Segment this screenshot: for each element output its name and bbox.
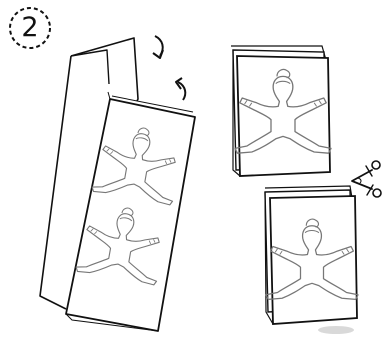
curved-arrow-up-icon <box>175 77 187 101</box>
scissors-icon <box>351 160 382 198</box>
booklet-shadow <box>318 326 354 334</box>
folded-booklet-cut <box>264 185 359 334</box>
folded-booklet-front <box>231 45 332 177</box>
step-number: 2 <box>21 12 39 43</box>
back-fold-panel <box>70 37 139 102</box>
step-badge-circle <box>9 7 51 49</box>
curved-arrow-down-icon <box>152 35 164 59</box>
middle-fold-edge <box>70 49 110 85</box>
panel-stack-edge <box>107 91 194 113</box>
folded-paper-strip <box>39 37 196 332</box>
panel-bottom-edge <box>65 313 159 332</box>
back-panel-left-edge <box>39 55 72 310</box>
